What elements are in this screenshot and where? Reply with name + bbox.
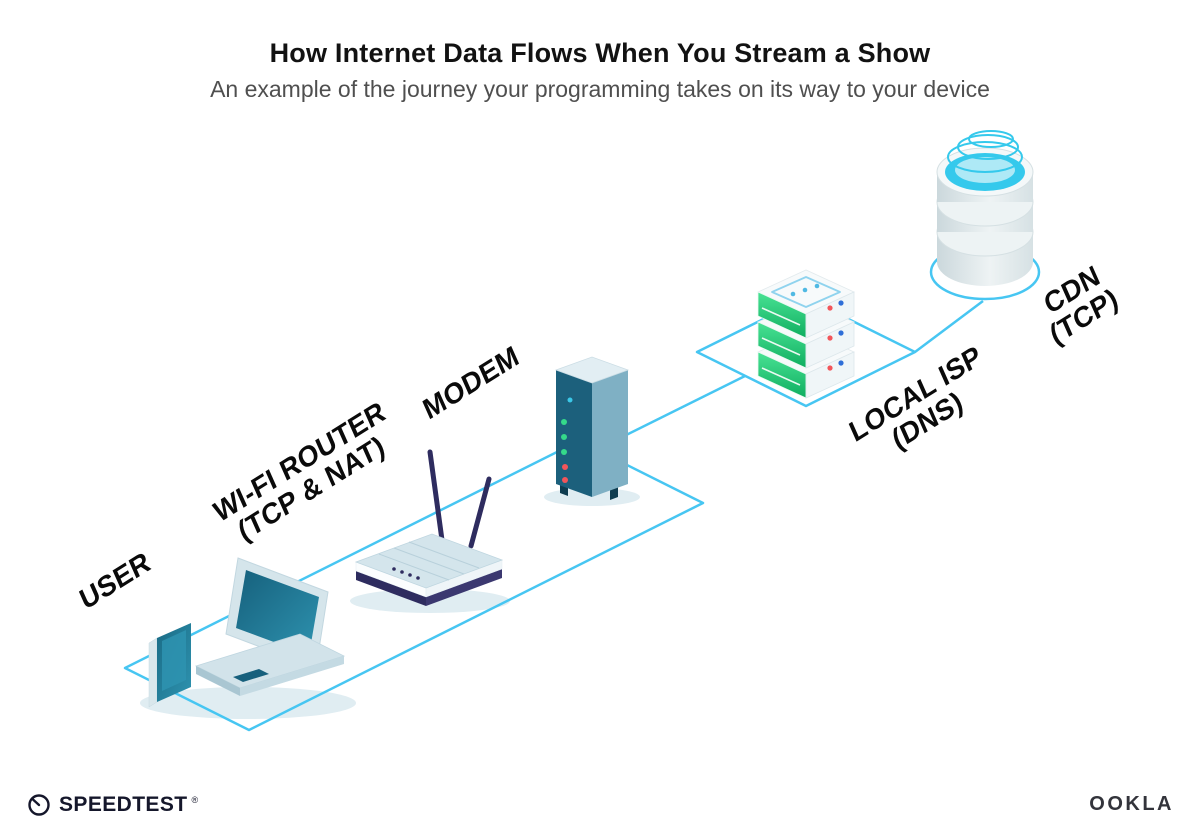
page-title: How Internet Data Flows When You Stream … [269, 38, 931, 68]
server-unit [757, 269, 855, 339]
page-subtitle: An example of the journey your programmi… [210, 76, 990, 102]
modem-illustration [554, 356, 630, 500]
registered-mark: ® [191, 795, 199, 805]
speedtest-logo: SPEEDTEST ® [26, 792, 198, 818]
cdn-database-illustration [936, 130, 1034, 286]
ookla-logo: OOKLA [1089, 793, 1174, 815]
speedtest-wordmark: SPEEDTEST [59, 793, 188, 816]
speedtest-gauge-icon [28, 794, 50, 816]
wifi-router-illustration [354, 449, 504, 606]
isp-server-illustration [757, 269, 855, 399]
cdn-rings [947, 130, 1023, 173]
router-status-dots [392, 567, 420, 580]
laptop-illustration [194, 557, 346, 696]
modem-led-lights [561, 397, 573, 483]
smartphone-illustration [148, 623, 191, 708]
router-antennas [427, 449, 492, 549]
router-panel-seams [378, 541, 480, 581]
path-user-platform [123, 439, 705, 732]
path-isp-to-cdn [914, 300, 984, 353]
